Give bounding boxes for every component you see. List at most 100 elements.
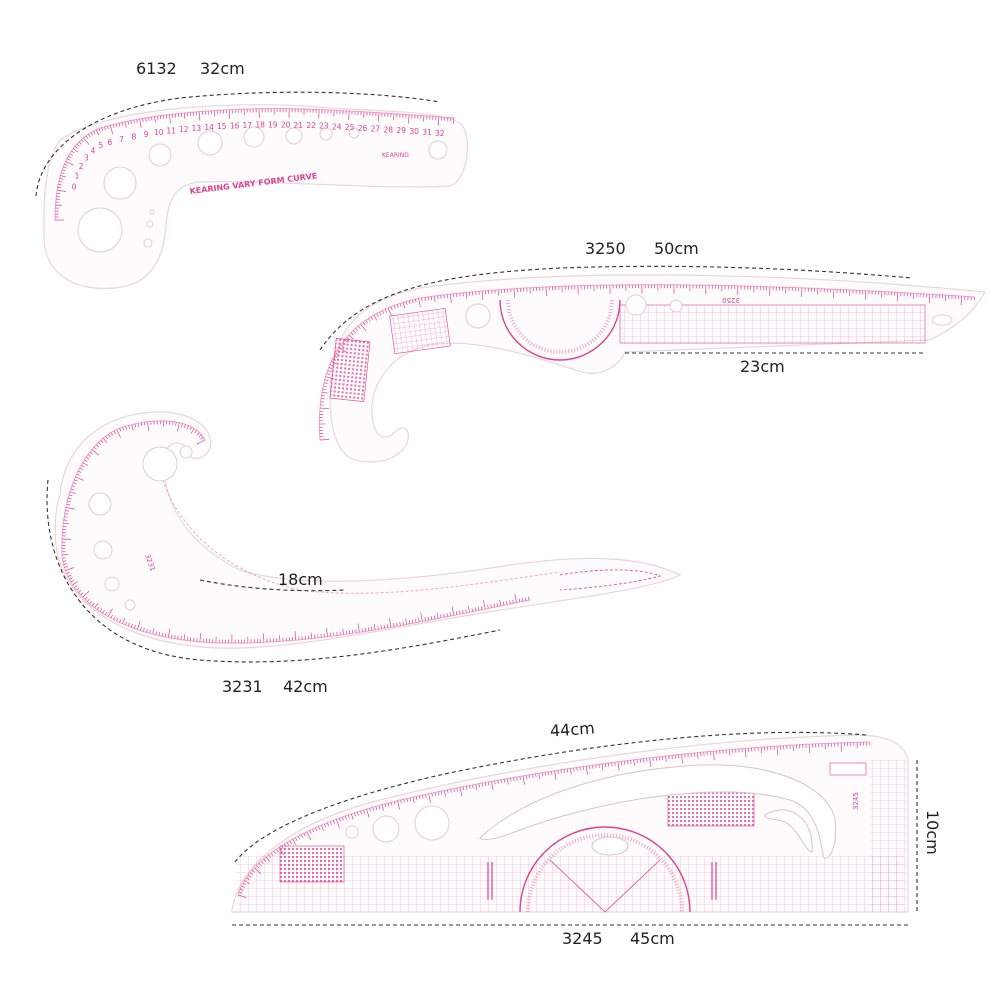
scale-number: 19 [268,121,278,130]
tick-mark [334,633,335,636]
ruler-6132-length-label: 32cm [200,61,245,77]
tick-mark [533,774,534,778]
scale-number: 10 [154,128,164,137]
ruler-3231-model-label: 3231 [222,679,263,695]
tick-mark [149,118,150,121]
tick-mark [612,763,613,767]
tick-mark [580,767,581,771]
scale-number: 14 [204,123,214,132]
tick-mark [349,111,350,120]
tick-mark [379,113,380,122]
scale-number: 20 [281,121,291,130]
ruler-3250: 3250 [319,266,985,462]
tick-mark [337,632,338,635]
ruler-3250-body [330,275,985,462]
scale-number: 18 [255,121,265,130]
tick-mark [328,371,331,372]
scale-number: 11 [166,127,176,136]
tick-mark [353,630,354,634]
scale-number: 13 [192,124,202,133]
tick-mark [62,558,65,559]
tick-mark [621,761,622,765]
ruler-3250-model-label: 3250 [585,241,626,257]
ruler-3245-height-label: 10cm [924,810,940,855]
tick-mark [173,422,174,426]
scale-number: 15 [217,122,227,131]
ruler-6132-model-label: 6132 [136,61,177,77]
tick-mark [322,392,328,393]
ruler-3245-length-label: 45cm [630,931,675,947]
tick-mark [323,389,326,390]
tick-mark [163,115,164,118]
ruler-3250-table-a [390,308,451,353]
scale-number: 24 [332,122,342,131]
tick-mark [574,768,575,772]
scale-number: 4 [91,147,96,156]
tick-mark [599,764,600,767]
ruler-3250-grid [620,305,925,343]
tick-mark [158,116,159,119]
tick-mark [422,298,423,301]
tick-mark [64,520,67,521]
scale-number: 25 [345,123,355,132]
scale-number: 23 [319,122,329,131]
ruler-3245-table-a [280,846,344,882]
tick-mark [929,294,930,303]
tick-mark [608,763,609,766]
scale-number: 3 [84,153,89,162]
tick-mark [324,383,327,384]
scale-number: 30 [409,127,419,136]
tick-mark [526,775,527,778]
tick-mark [320,439,329,440]
ruler-3245-table-b [668,790,754,826]
scale-number: 17 [243,121,253,130]
scale-number: 7 [119,135,124,144]
tick-mark [368,627,369,631]
tick-mark [624,761,625,765]
tick-mark [558,770,559,774]
scale-number: 0 [72,182,77,191]
tick-mark [453,118,454,124]
tick-mark [144,422,145,425]
tick-mark [321,399,325,400]
tick-mark [589,766,590,769]
scale-number: 29 [396,126,406,135]
scale-number: 8 [132,132,137,141]
tick-mark [178,636,179,640]
scale-number: 28 [384,125,394,134]
ruler-6132-brand: KEARING [382,152,409,159]
tick-mark [160,116,161,120]
ruler-3250-print: 3250 [722,296,740,304]
tick-mark [593,765,594,769]
tick-mark [62,555,68,556]
tick-mark [809,744,810,753]
scale-number: 16 [230,122,240,131]
scale-number: 6 [107,138,112,147]
scale-number: 31 [422,128,432,137]
tick-mark [564,769,565,772]
tick-mark [322,395,325,396]
ruler-3250-length-label: 50cm [654,241,699,257]
ruler-3245-label-box [830,763,866,775]
tick-mark [577,768,578,772]
ruler-3231-length-label: 42cm [283,679,328,695]
tick-mark [520,776,521,780]
scale-number: 21 [294,121,304,130]
scale-number: 12 [179,125,189,134]
tick-mark [323,386,326,387]
tick-mark [325,380,328,381]
scale-number: 32 [435,129,445,138]
tick-mark [356,629,357,632]
ruler-3245-grid-side [870,760,906,912]
tick-mark [152,117,153,121]
tick-mark [57,193,61,194]
scale-number: 2 [79,162,84,171]
tick-mark [172,114,173,117]
tick-mark [428,297,429,301]
tick-mark [362,628,363,632]
scale-number: 9 [144,130,149,139]
scale-number: 5 [99,141,104,150]
